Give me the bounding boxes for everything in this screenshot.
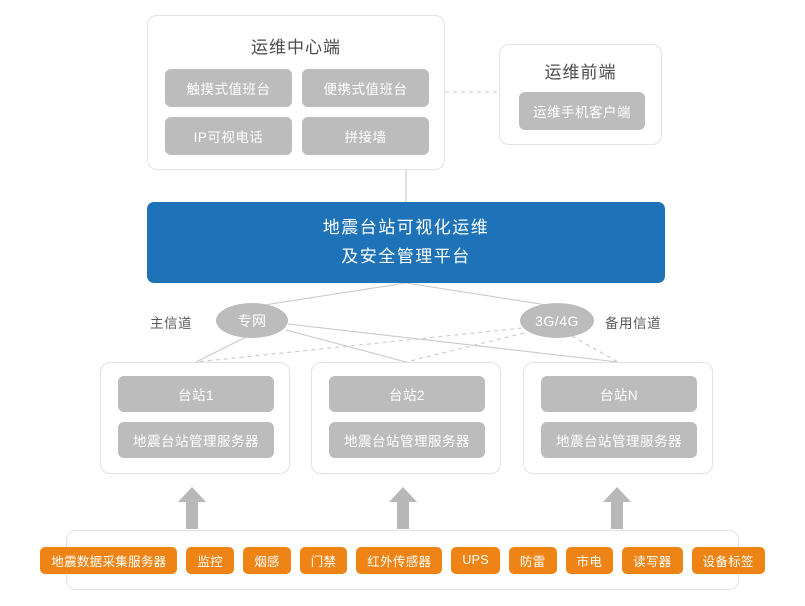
ops-frontend-card: 运维前端 运维手机客户端	[499, 44, 662, 145]
ops-center-item-video-wall[interactable]: 拼接墙	[302, 117, 429, 155]
station-n-server[interactable]: 地震台站管理服务器	[541, 422, 697, 458]
wire-private-to-station2	[285, 329, 407, 363]
ops-center-title: 运维中心端	[251, 38, 341, 57]
device-tag-lightning-protection[interactable]: 防雷	[508, 546, 557, 574]
wire-private-to-station1	[195, 335, 249, 363]
ops-frontend-title: 运维前端	[544, 63, 617, 82]
ops-center-items: 触摸式值班台 便携式值班台 IP可视电话 拼接墙	[165, 69, 429, 155]
station-n-name[interactable]: 台站N	[541, 376, 697, 412]
backup-channel-label: 备用信道	[605, 316, 661, 331]
up-arrow-icon-station-2	[389, 487, 417, 529]
device-tag-mains-power[interactable]: 市电	[565, 546, 614, 574]
station-1-server[interactable]: 地震台站管理服务器	[118, 422, 274, 458]
platform-title-line-2: 及安全管理平台	[341, 246, 471, 266]
mobile-network-node[interactable]: 3G/4G	[520, 303, 594, 338]
station-card-3: 台站N 地震台站管理服务器	[523, 362, 713, 474]
station-1-name[interactable]: 台站1	[118, 376, 274, 412]
device-tag-smoke-sensor[interactable]: 烟感	[243, 546, 291, 574]
device-tag-ups[interactable]: UPS	[451, 546, 500, 574]
private-network-node[interactable]: 专网	[216, 303, 288, 338]
device-tag-seismic-data-server[interactable]: 地震数据采集服务器	[40, 546, 178, 574]
device-tag-infrared-sensor[interactable]: 红外传感器	[356, 546, 443, 574]
ops-center-item-ip-video-phone[interactable]: IP可视电话	[165, 117, 292, 155]
device-layer-bar: 地震数据采集服务器 监控 烟感 门禁 红外传感器 UPS 防雷 市电 读写器 设…	[40, 530, 765, 590]
wire-mobile-to-station3	[571, 335, 619, 363]
ops-center-card: 运维中心端 触摸式值班台 便携式值班台 IP可视电话 拼接墙	[147, 15, 445, 170]
device-tag-equipment-label[interactable]: 设备标签	[691, 546, 765, 574]
wire-platform-to-mobile	[405, 282, 554, 307]
station-2-server[interactable]: 地震台站管理服务器	[329, 422, 485, 458]
wire-platform-to-private	[257, 282, 407, 307]
ops-center-item-portable-console[interactable]: 便携式值班台	[302, 69, 429, 107]
ops-center-item-touch-console[interactable]: 触摸式值班台	[165, 69, 292, 107]
station-2-name[interactable]: 台站2	[329, 376, 485, 412]
station-card-2: 台站2 地震台站管理服务器	[311, 362, 501, 474]
wire-mobile-to-station2	[405, 332, 525, 363]
device-tag-surveillance[interactable]: 监控	[186, 546, 235, 574]
platform-title-line-1: 地震台站可视化运维	[322, 218, 490, 238]
ops-frontend-item-mobile-client[interactable]: 运维手机客户端	[519, 92, 645, 130]
station-card-1: 台站1 地震台站管理服务器	[100, 362, 290, 474]
device-tag-access-control[interactable]: 门禁	[299, 546, 348, 574]
platform-banner: 地震台站可视化运维 及安全管理平台	[147, 202, 665, 283]
main-channel-label: 主信道	[150, 316, 192, 331]
up-arrow-icon-station-1	[178, 487, 206, 529]
device-tag-reader[interactable]: 读写器	[622, 546, 683, 574]
up-arrow-icon-station-3	[603, 487, 631, 529]
